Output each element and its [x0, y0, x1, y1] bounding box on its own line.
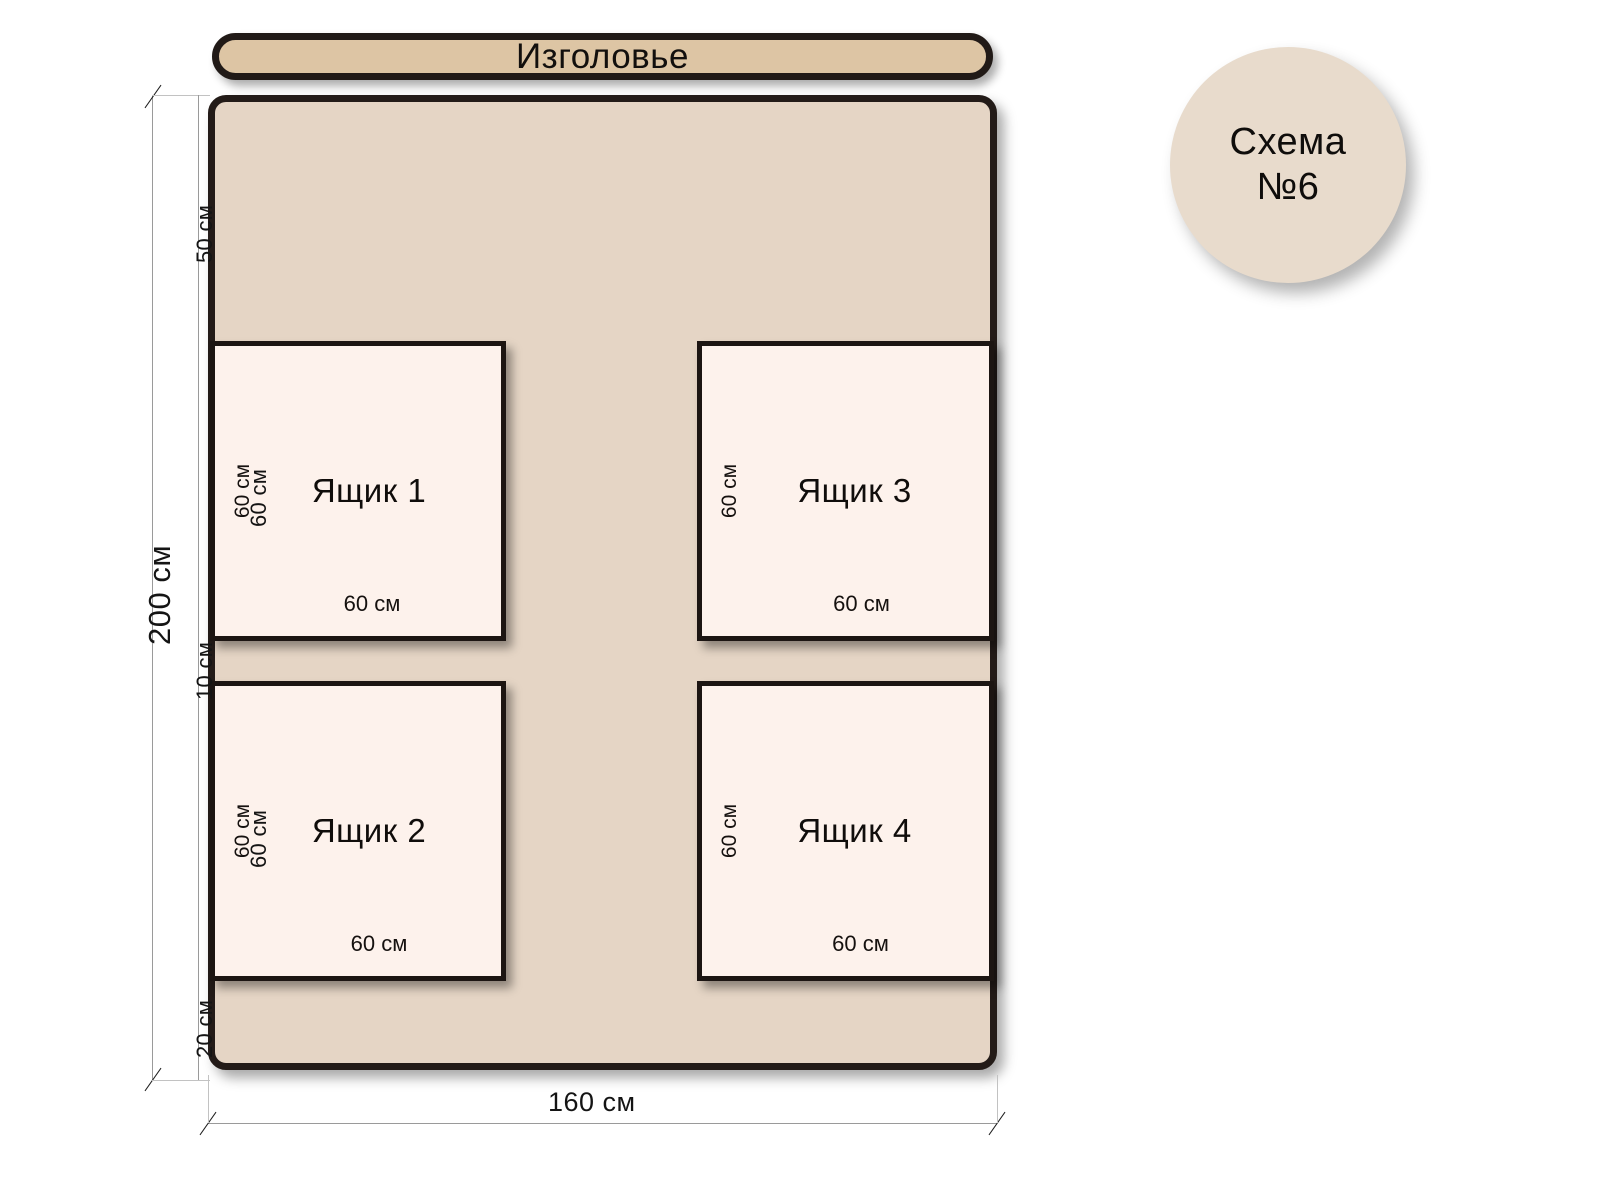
- overall-width-label: 160 см: [548, 1087, 636, 1117]
- drawer-4-width-label: 60 см: [832, 931, 889, 956]
- overall-height-extension-top: [152, 95, 210, 96]
- segment-label-top-margin: 50 см: [192, 204, 217, 263]
- drawer-3[interactable]: 60 см Ящик 3 60 см: [697, 341, 994, 641]
- drawer-3-width-label: 60 см: [833, 591, 890, 616]
- segment-label-drawer-row-2: 60 см: [246, 809, 271, 868]
- drawer-4-title: Ящик 4: [797, 812, 912, 849]
- overall-height-tick-top: [144, 84, 162, 109]
- segment-dimension-line: [198, 95, 199, 1080]
- segment-label-row-gap: 10 см: [192, 641, 217, 700]
- overall-height-label: 200 см: [142, 544, 177, 645]
- drawer-2-title: Ящик 2: [311, 812, 427, 849]
- overall-width-dimension-line: [208, 1123, 997, 1124]
- segment-label-bottom-margin: 20 см: [192, 999, 217, 1058]
- overall-width-extension-left: [208, 1075, 209, 1123]
- headboard: Изголовье: [212, 33, 993, 80]
- drawer-2-width-label: 60 см: [350, 931, 408, 956]
- segment-label-drawer-row-1: 60 см: [246, 468, 271, 527]
- drawer-4[interactable]: 60 см Ящик 4 60 см: [697, 681, 994, 981]
- scheme-badge-title: Схема: [1229, 121, 1347, 164]
- drawer-3-title: Ящик 3: [797, 472, 912, 509]
- headboard-label: Изголовье: [516, 36, 689, 76]
- scheme-badge-number: №6: [1256, 166, 1320, 208]
- overall-height-dimension-line: [152, 95, 153, 1080]
- drawer-1-title: Ящик 1: [311, 472, 427, 509]
- overall-height-extension-bottom: [152, 1080, 210, 1081]
- overall-width-extension-right: [997, 1075, 998, 1123]
- drawer-2[interactable]: 60 см Ящик 2 60 см: [210, 681, 506, 981]
- drawer-1[interactable]: 60 см Ящик 1 60 см: [210, 341, 506, 641]
- drawer-1-width-label: 60 см: [343, 591, 401, 616]
- scheme-badge: Схема №6: [1170, 47, 1406, 283]
